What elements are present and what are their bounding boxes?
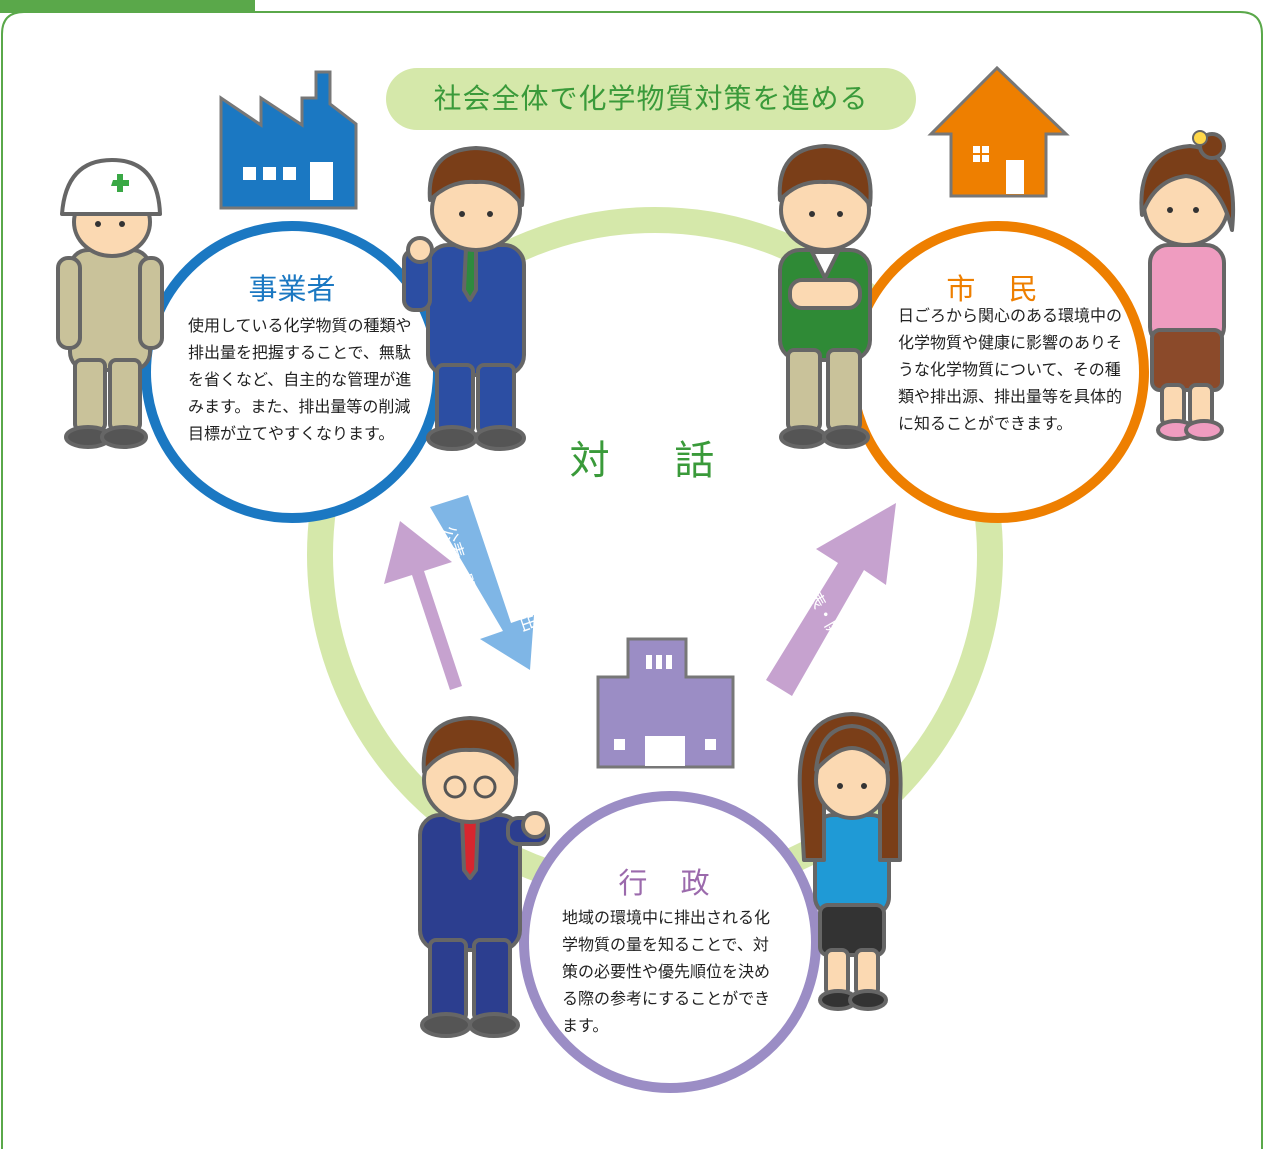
arrow-disclose-left: [384, 521, 462, 690]
government-circle: [519, 791, 821, 1093]
citizen-man-character: [777, 144, 873, 449]
dialogue-label: 対 話: [569, 438, 741, 484]
government-woman-character: [797, 712, 903, 1011]
citizen-description: 日ごろから関心のある環境中の化学物質や健康に影響のありそうな化学物質について、そ…: [898, 306, 1123, 433]
house-icon: [927, 65, 1070, 198]
government-description: 地域の環境中に排出される化学物質の量を知ることで、対策の必要性や優先順位を決める…: [562, 908, 771, 1035]
arrow-report: [430, 495, 534, 670]
government-man-character: [418, 716, 550, 1038]
citizen-title: 市 民: [946, 272, 1050, 306]
banner-title: 社会全体で化学物質対策を進める: [386, 68, 916, 130]
header-tab: [0, 0, 255, 13]
citizen-woman-character: [1139, 130, 1235, 441]
business-description: 使用している化学物質の種類や排出量を把握することで、無駄を省くなど、自主的な管理…: [188, 316, 412, 443]
worker-character: [56, 158, 164, 449]
factory-icon: [219, 70, 358, 210]
arrow-disclose-right: [766, 503, 896, 696]
government-title: 行 政: [618, 866, 722, 900]
government-building-icon: [596, 637, 735, 769]
business-title: 事業者: [248, 272, 336, 306]
panel-frame: [1, 11, 1263, 1149]
businessman-character: [402, 146, 526, 451]
